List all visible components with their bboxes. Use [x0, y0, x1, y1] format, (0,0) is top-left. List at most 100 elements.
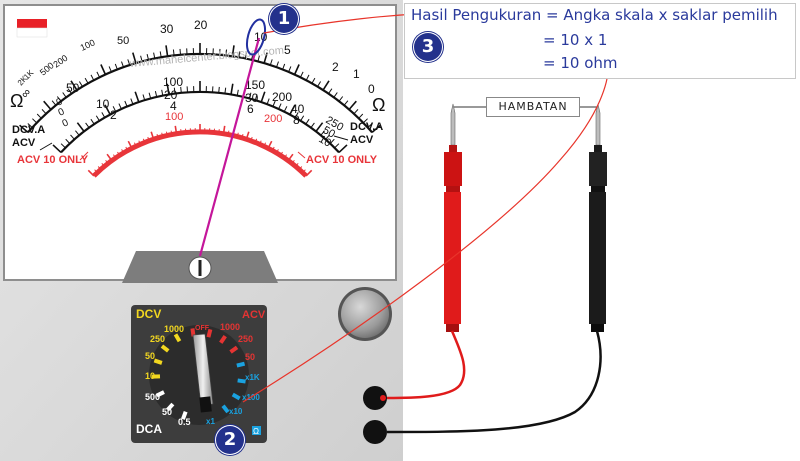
acv10-tick-label-200: 200	[264, 113, 282, 125]
dial-acv-250: 250	[238, 334, 253, 344]
ohm-tick-label-20: 20	[194, 18, 208, 32]
dcv-row3-label-4: 4	[170, 99, 177, 113]
selector-position-mark	[206, 328, 213, 338]
dcv-tick	[218, 86, 220, 93]
ohm-tick	[19, 124, 29, 134]
selector-position-mark	[231, 392, 241, 401]
acv10-tick	[87, 169, 95, 177]
dcv-tick	[75, 130, 80, 136]
ohm-tick	[317, 81, 322, 87]
dcv-tick	[166, 83, 170, 95]
ohm-tick	[257, 55, 260, 62]
selector-pointer[interactable]	[192, 333, 214, 407]
common-jack-socket[interactable]	[363, 420, 387, 444]
dcv-row2-label-40: 40	[291, 102, 305, 116]
acv10-pointer-right	[297, 151, 306, 159]
range-labels: DCV.A ACV DCV.A ACV	[12, 121, 383, 149]
ohm-tick	[367, 123, 373, 128]
ohm-tick	[41, 109, 47, 115]
dcv-tick	[130, 98, 134, 105]
ohm-tick	[231, 45, 235, 57]
dcv-tick	[95, 115, 100, 122]
ohm-tick	[269, 59, 273, 66]
selector-position-mark	[153, 358, 163, 365]
dcv-row2-label-10: 10	[96, 97, 110, 111]
acv10-tick	[105, 159, 109, 164]
dcv-row1-label-200: 200	[272, 90, 292, 104]
ohm-tick	[78, 81, 83, 87]
result-box: Hasil Pengukuran = Angka skala x saklar …	[404, 3, 796, 79]
dcv-tick	[90, 118, 95, 125]
ohm-tick	[146, 53, 149, 61]
ohm-tick	[276, 61, 279, 68]
result-answer: = 10 ohm	[543, 54, 618, 72]
ohm-tick	[238, 51, 241, 58]
meter-needle	[198, 37, 261, 257]
ohm-tick	[70, 80, 78, 91]
acv10-tick	[302, 169, 306, 174]
acv10-tick	[156, 133, 159, 139]
acv10-tick	[250, 136, 253, 142]
ohm-tick	[244, 52, 247, 59]
ohm-tick	[362, 118, 368, 124]
ohm-tick-label-1: 1	[353, 67, 360, 81]
dial-ohm-x10: x10	[229, 407, 243, 416]
dial-dcv-10: 10	[145, 371, 155, 381]
result-substitution: = 10 x 1	[543, 31, 608, 49]
dcv-row2-label-50: 50	[321, 124, 338, 141]
dcv-tick	[310, 122, 315, 128]
indonesia-flag-icon	[16, 19, 48, 38]
ohm-tick	[165, 45, 169, 57]
ohm-tick	[51, 100, 57, 106]
dcv-tick	[148, 92, 152, 99]
dial-acv-label: ACV	[242, 309, 266, 321]
selector-marks	[151, 328, 246, 420]
dial-acv-50: 50	[245, 352, 255, 362]
dcv-tick	[272, 100, 276, 107]
acv10-tick	[291, 159, 295, 164]
dcv-tick	[104, 104, 111, 115]
dcv-tick	[305, 118, 310, 125]
ohm-tick	[153, 52, 156, 59]
ohm-tick-label-50: 50	[117, 35, 129, 47]
red-plug	[380, 395, 386, 401]
ohm-tick	[36, 113, 42, 119]
dcv-tick	[334, 143, 340, 149]
dcv-tick	[266, 98, 270, 105]
dcv-tick	[134, 91, 140, 103]
dcv-tick	[325, 134, 330, 140]
selector-position-mark	[229, 345, 239, 354]
acv10-tick	[222, 125, 226, 134]
acv10-label-left: ACV 10 ONLY	[17, 154, 89, 166]
acv10-tick	[125, 146, 129, 151]
ohm-tick	[338, 96, 344, 102]
acv10-tick	[254, 138, 258, 143]
ohm-tick	[179, 48, 181, 55]
acv10-labels: ACV 10 ONLY ACV 10 ONLY	[17, 154, 378, 166]
dcv-tick	[230, 83, 234, 95]
positive-jack-socket[interactable]	[363, 386, 387, 410]
dial-ohm-x1: x1	[206, 417, 215, 426]
ohm-tick	[43, 100, 52, 111]
ohm-tick	[172, 49, 175, 56]
acv10-tick	[259, 140, 262, 145]
dcv-tick	[101, 112, 106, 118]
dcv-tick	[154, 90, 158, 98]
ohm-tick	[328, 88, 333, 94]
red-probe[interactable]	[444, 103, 462, 332]
black-probe[interactable]	[589, 103, 607, 332]
dcv-row2-label-20: 20	[164, 88, 178, 102]
zero-adjust-knob[interactable]	[341, 290, 389, 338]
ohm-scale-arc	[27, 52, 373, 134]
ohm-tick	[121, 61, 124, 68]
dcv-tick	[76, 122, 85, 132]
selector-position-mark	[219, 334, 227, 344]
acv10-tick	[147, 136, 150, 142]
dcv-tick	[260, 91, 266, 103]
ohm-tick	[132, 52, 137, 64]
selector-position-mark	[155, 390, 165, 398]
selector-position-mark	[236, 361, 246, 368]
acv10-tick	[101, 162, 105, 167]
acv10-tick	[170, 130, 173, 135]
acv-label-right: ACV	[350, 134, 374, 146]
